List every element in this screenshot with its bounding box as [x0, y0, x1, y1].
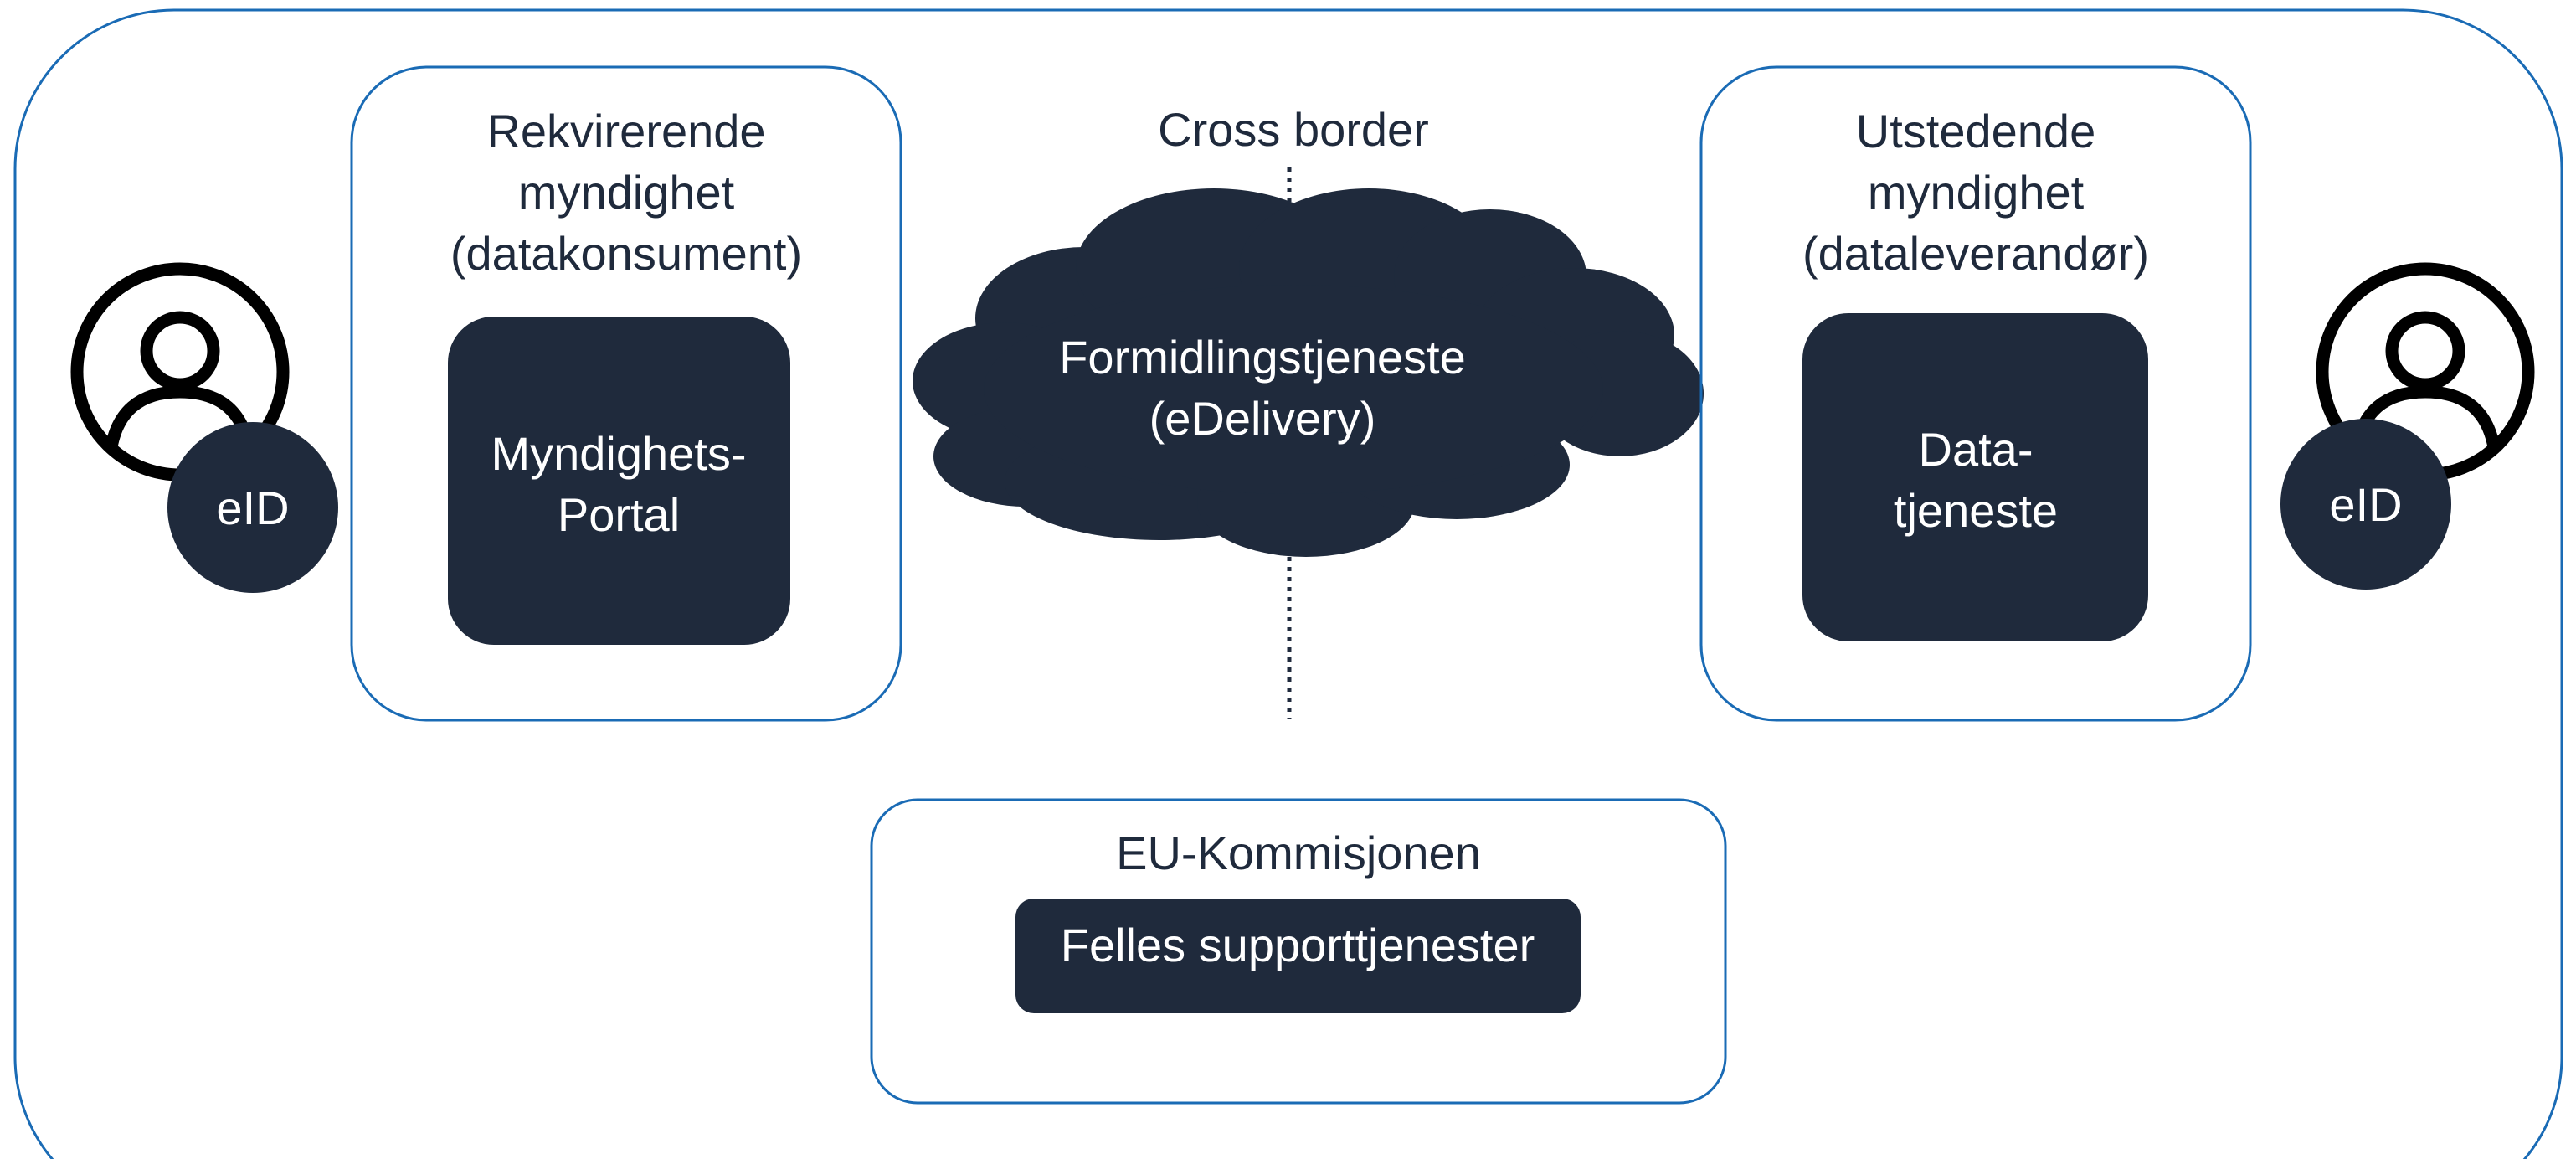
right-eid-label: eID — [2329, 478, 2402, 531]
cloud-shape — [913, 188, 1704, 557]
eu-commission-box: EU-Kommisjonen Felles supporttjenester — [870, 798, 1727, 1105]
issuing-authority-frame — [1699, 65, 2252, 722]
data-service-label-line-2: tjeneste — [1894, 484, 2058, 537]
data-service-label-line-1: Data- — [1919, 423, 2034, 476]
authority-portal-label-line-1: Myndighets- — [491, 427, 746, 480]
requesting-authority-title-line-2: myndighet — [518, 166, 735, 219]
right-user: eID — [2280, 262, 2535, 590]
right-eid-badge — [2280, 419, 2451, 590]
support-services-box — [1015, 899, 1581, 1013]
requesting-authority-frame — [350, 65, 902, 722]
authority-portal-label-line-2: Portal — [558, 488, 680, 541]
eu-commission-title: EU-Kommisjonen — [1116, 827, 1481, 879]
data-service-box — [1802, 313, 2148, 641]
delivery-service-label-line-2: (eDelivery) — [1149, 392, 1376, 445]
left-eid-label: eID — [216, 482, 289, 534]
outer-frame — [13, 8, 2563, 1159]
requesting-authority-title-line-1: Rekvirerende — [486, 105, 765, 157]
cross-border: Cross border Formidlingstjeneste (eDeliv… — [913, 103, 1704, 719]
left-user-icon — [70, 262, 290, 482]
left-eid-badge — [167, 422, 338, 593]
support-services-label: Felles supporttjenester — [1061, 919, 1535, 971]
requesting-authority-box: Rekvirerende myndighet (datakonsument) M… — [350, 65, 902, 722]
issuing-authority-title-line-1: Utstedende — [1856, 105, 2095, 157]
requesting-authority-title-line-3: (datakonsument) — [450, 227, 802, 280]
cross-border-label: Cross border — [1158, 103, 1429, 156]
issuing-authority-title-line-2: myndighet — [1868, 166, 2085, 219]
delivery-service-label-line-1: Formidlingstjeneste — [1059, 331, 1466, 384]
eu-commission-frame — [870, 798, 1727, 1105]
authority-portal-box — [448, 317, 790, 645]
left-user: eID — [70, 262, 338, 593]
issuing-authority-box: Utstedende myndighet (dataleverandør) Da… — [1699, 65, 2252, 722]
issuing-authority-title-line-3: (dataleverandør) — [1802, 227, 2149, 280]
